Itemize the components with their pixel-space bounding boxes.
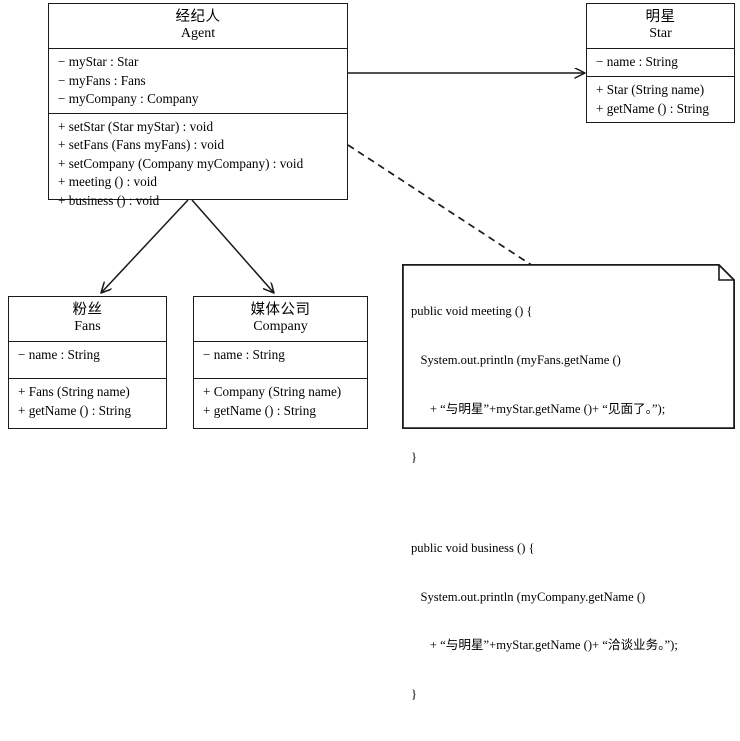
link-agent-to-company xyxy=(191,199,274,293)
attribute-row: − myCompany : Company xyxy=(58,91,199,106)
class-methods-agent: + setStar (Star myStar) : void + setFans… xyxy=(49,114,347,215)
class-name-cn-star: 明星 xyxy=(645,9,676,25)
class-name-en-company: Company xyxy=(253,319,308,334)
note-line: } xyxy=(411,450,418,465)
link-agent-to-note xyxy=(347,144,534,267)
attribute-row: − myStar : Star xyxy=(58,54,139,69)
method-row: + setStar (Star myStar) : void xyxy=(58,118,214,134)
note-line: public void meeting () { xyxy=(411,304,533,319)
class-methods-company: + Company (String name) + getName () : S… xyxy=(194,379,367,424)
attribute-row: − myFans : Fans xyxy=(58,72,146,88)
class-attributes-fans: − name : String xyxy=(9,342,166,379)
method-row: + Fans (String name) xyxy=(18,384,130,399)
class-box-fans[interactable]: 粉丝 Fans − name : String + Fans (String n… xyxy=(8,296,167,429)
note-line: System.out.println (myCompany.getName () xyxy=(411,589,646,604)
link-agent-to-fans xyxy=(101,199,189,293)
class-name-en-star: Star xyxy=(649,26,672,41)
attribute-row: − name : String xyxy=(18,347,100,362)
class-name-cn-fans: 粉丝 xyxy=(72,302,103,318)
class-name-cn-company: 媒体公司 xyxy=(250,302,311,318)
class-box-agent[interactable]: 经纪人 Agent − myStar : Star − myFans : Fan… xyxy=(48,3,348,208)
note-line: System.out.println (myFans.getName () xyxy=(411,353,621,368)
class-attributes-company: − name : String xyxy=(194,342,367,379)
class-methods-fans: + Fans (String name) + getName () : Stri… xyxy=(9,379,166,424)
method-row: + getName () : String xyxy=(203,402,316,418)
method-row: + Company (String name) xyxy=(203,384,342,399)
code-note[interactable]: public void meeting () { System.out.prin… xyxy=(402,264,735,701)
method-row: + setCompany (Company myCompany) : void xyxy=(58,155,304,171)
attribute-row: − name : String xyxy=(203,347,285,362)
note-shape-with-folded-corner xyxy=(402,264,735,429)
class-box-star[interactable]: 明星 Star − name : String + Star (String n… xyxy=(586,3,735,123)
note-line: + “与明星”+myStar.getName ()+ “洽谈业务。”); xyxy=(411,638,678,653)
attribute-row: − name : String xyxy=(596,54,678,69)
method-row: + Star (String name) xyxy=(596,82,705,97)
class-attributes-agent: − myStar : Star − myFans : Fans − myComp… xyxy=(49,49,347,114)
method-row: + getName () : String xyxy=(18,402,131,418)
class-attributes-star: − name : String xyxy=(587,49,734,77)
diagram-canvas: Star : horizontal association --> Fans :… xyxy=(0,0,740,701)
class-header-company: 媒体公司 Company xyxy=(194,297,367,342)
class-methods-star: + Star (String name) + getName () : Stri… xyxy=(587,77,734,122)
note-line-blank xyxy=(411,498,725,508)
class-name-cn-agent: 经纪人 xyxy=(175,9,221,25)
class-header-fans: 粉丝 Fans xyxy=(9,297,166,342)
method-row: + getName () : String xyxy=(596,100,709,116)
class-name-en-agent: Agent xyxy=(180,26,216,41)
note-line: } xyxy=(411,687,418,702)
note-line: public void business () { xyxy=(411,541,535,556)
class-header-star: 明星 Star xyxy=(587,4,734,49)
note-line: + “与明星”+myStar.getName ()+ “见面了。”); xyxy=(411,401,666,416)
class-name-en-fans: Fans xyxy=(74,319,101,334)
method-row: + business () : void xyxy=(58,192,160,208)
class-header-agent: 经纪人 Agent xyxy=(49,4,347,49)
class-box-company[interactable]: 媒体公司 Company − name : String + Company (… xyxy=(193,296,368,429)
note-code-text: public void meeting () { System.out.prin… xyxy=(402,264,735,741)
method-row: + meeting () : void xyxy=(58,174,157,189)
method-row: + setFans (Fans myFans) : void xyxy=(58,137,225,152)
connector-layer: Star : horizontal association --> Fans :… xyxy=(0,0,740,434)
